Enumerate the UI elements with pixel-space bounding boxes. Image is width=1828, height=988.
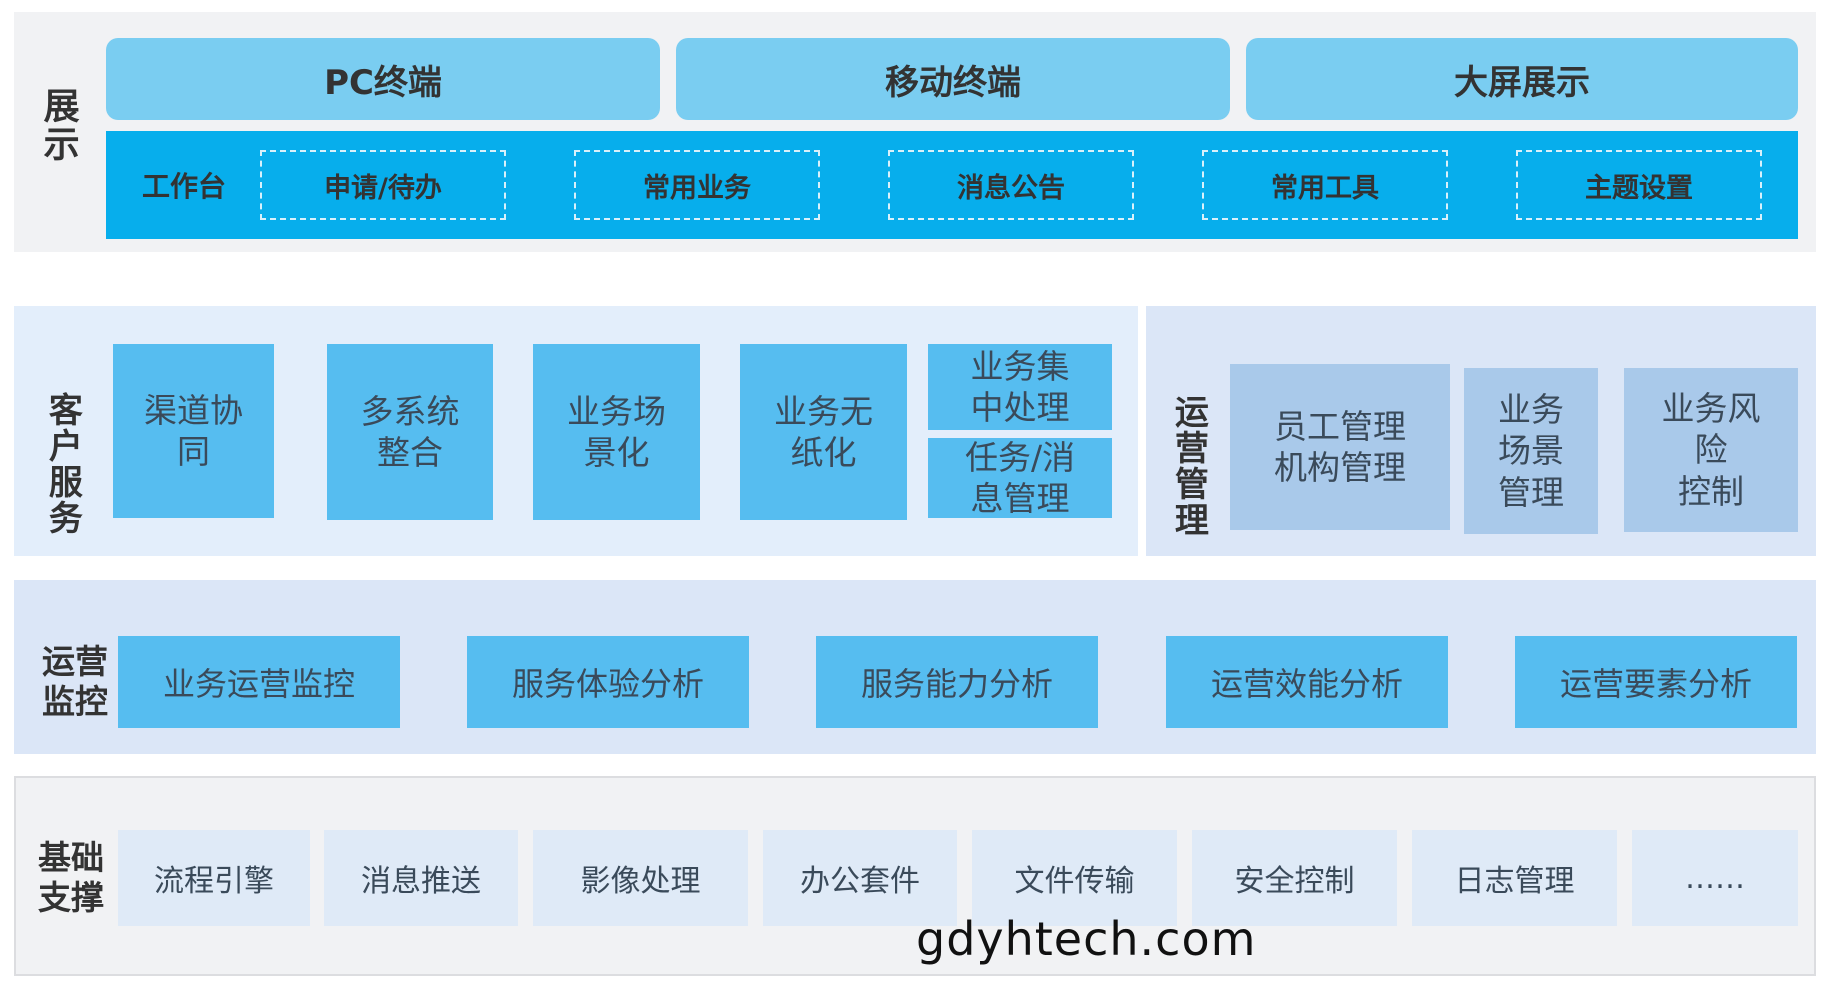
monitoring-box-business-ops: 业务运营监控 [118,636,400,728]
workbench-title: 工作台 [142,170,227,203]
workbench-item-notices: 消息公告 [888,150,1134,220]
foundation-box-more: …… [1632,830,1798,926]
foundation-box-security: 安全控制 [1192,830,1397,926]
workbench-item-theme: 主题设置 [1516,150,1762,220]
monitoring-box-efficiency: 运营效能分析 [1166,636,1448,728]
cs-box-multisystem: 多系统 整合 [327,344,493,520]
foundation-box-imaging: 影像处理 [533,830,748,926]
terminal-mobile: 移动终端 [676,38,1230,120]
customer-service-label: 客户服务 [42,392,83,536]
monitoring-label: 运营 监控 [42,642,108,721]
cs-box-scenario: 业务场 景化 [533,344,700,520]
foundation-box-workflow: 流程引擎 [118,830,310,926]
foundation-label: 基础 支撑 [38,838,104,917]
workbench-item-common-business: 常用业务 [574,150,820,220]
ops-box-risk-control: 业务风 险 控制 [1624,368,1798,532]
ops-box-scenario-mgmt: 业务 场景 管理 [1464,368,1598,534]
foundation-box-office: 办公套件 [763,830,957,926]
watermark-text: gdyhtech.com [916,912,1257,966]
display-label: 展示 [37,87,79,163]
monitoring-box-elements: 运营要素分析 [1515,636,1797,728]
monitoring-box-experience: 服务体验分析 [467,636,749,728]
workbench-bar: 工作台 申请/待办 常用业务 消息公告 常用工具 主题设置 [106,131,1798,239]
cs-box-task-message: 任务/消 息管理 [928,438,1112,518]
cs-box-centralized: 业务集 中处理 [928,344,1112,430]
foundation-box-logging: 日志管理 [1412,830,1617,926]
cs-box-channel: 渠道协 同 [113,344,274,518]
operations-mgmt-label: 运营管理 [1168,394,1209,538]
workbench-item-apply: 申请/待办 [260,150,506,220]
monitoring-box-capability: 服务能力分析 [816,636,1098,728]
foundation-box-file-transfer: 文件传输 [972,830,1177,926]
terminal-pc: PC终端 [106,38,660,120]
terminal-bigscreen: 大屏展示 [1246,38,1798,120]
foundation-box-push: 消息推送 [324,830,518,926]
ops-box-staff-org: 员工管理 机构管理 [1230,364,1450,530]
workbench-item-common-tools: 常用工具 [1202,150,1448,220]
cs-box-paperless: 业务无 纸化 [740,344,907,520]
